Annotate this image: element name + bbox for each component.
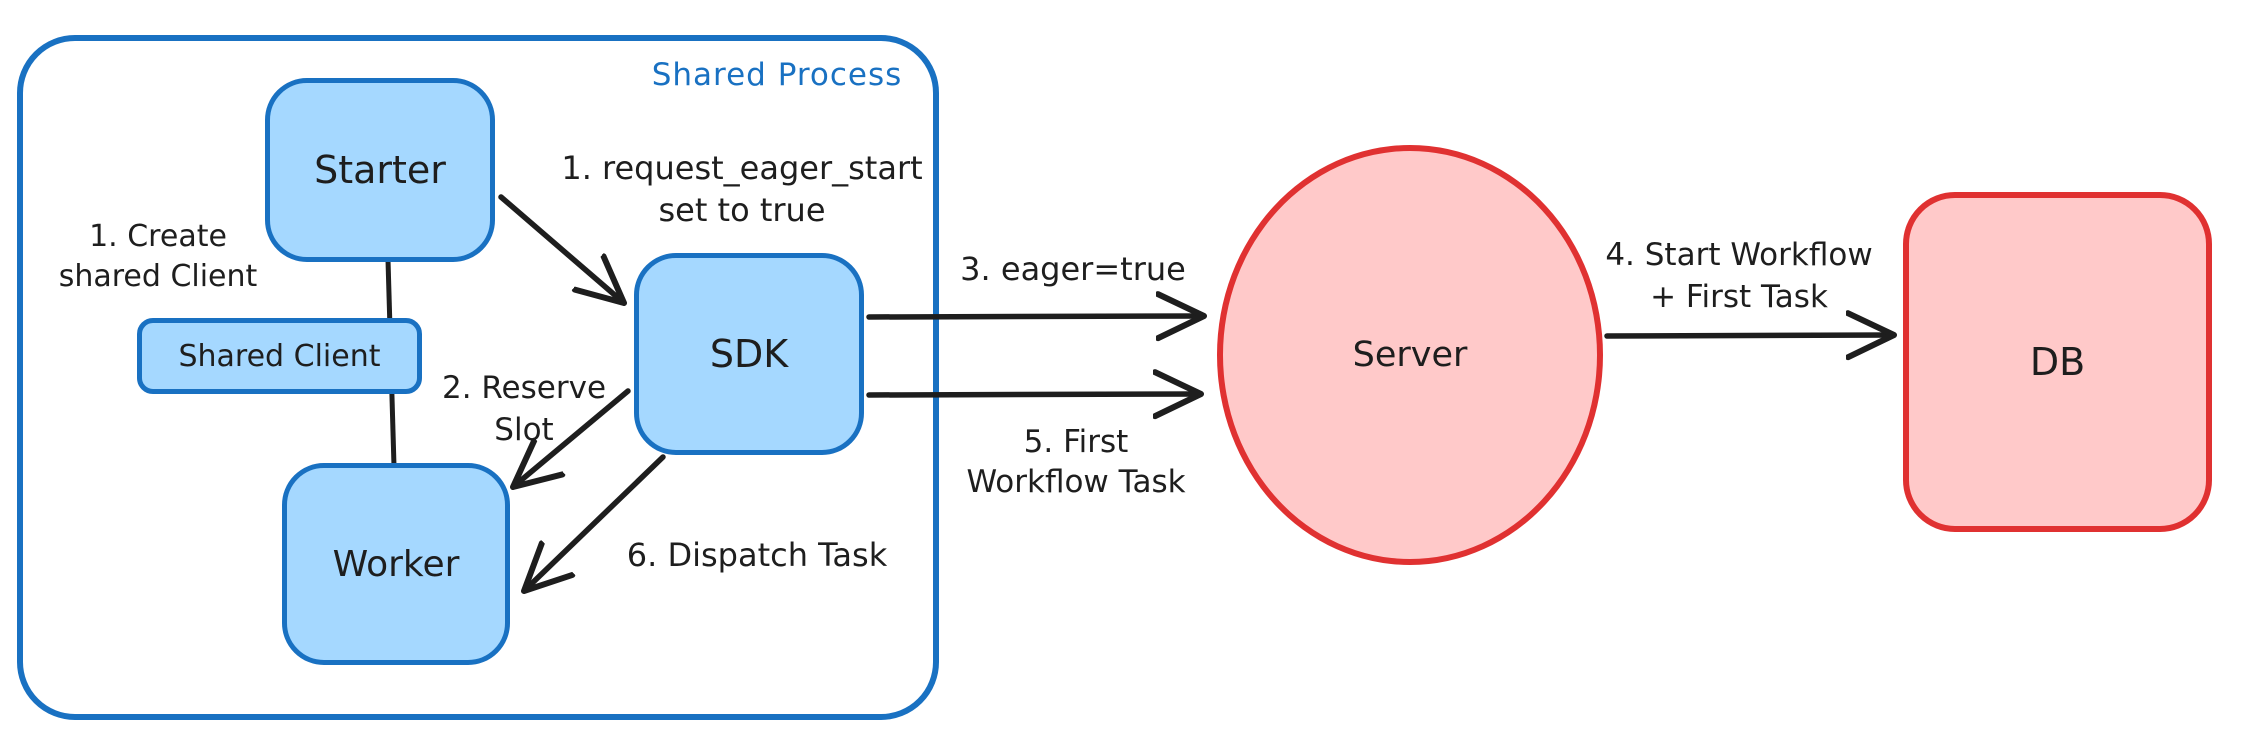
arrow-dispatch-task [524, 454, 666, 591]
annotation-start-workflow-line2: + First Task [1650, 279, 1828, 315]
annotation-reserve-slot: 2. Reserve Slot [442, 367, 606, 451]
node-shared-client: Shared Client [137, 318, 422, 394]
node-db: DB [1903, 192, 2212, 532]
arrow-eager-true [866, 316, 1204, 317]
node-worker: Worker [282, 463, 510, 665]
arrow-reserve-slot [513, 388, 631, 487]
annotation-reserve-slot-line2: Slot [494, 412, 554, 448]
annotation-create-shared-client: 1. Create shared Client [59, 217, 258, 297]
arrow-first-workflow-task [866, 394, 1201, 395]
node-worker-label: Worker [332, 543, 460, 585]
shared-process-container [17, 35, 939, 720]
annotation-first-workflow-task-line1: 5. First [1023, 424, 1129, 460]
annotation-request-eager-start-line2: set to true [658, 191, 826, 229]
node-sdk-label: SDK [709, 332, 789, 376]
arrow-start-workflow [1604, 335, 1894, 336]
annotation-request-eager-start-line1: 1. request_eager_start [561, 149, 923, 187]
node-server-label: Server [1352, 335, 1468, 375]
annotation-dispatch-task: 6. Dispatch Task [626, 536, 888, 574]
annotation-eager-true: 3. eager=true [960, 250, 1186, 288]
node-server: Server [1217, 145, 1603, 565]
node-starter-label: Starter [314, 148, 446, 192]
annotation-start-workflow-line1: 4. Start Workflow [1605, 237, 1873, 273]
annotation-first-workflow-task: 5. First Workflow Task [966, 422, 1185, 502]
annotation-request-eager-start: 1. request_eager_start set to true [561, 147, 922, 231]
arrow-request-eager-start [498, 194, 624, 303]
annotation-reserve-slot-line1: 2. Reserve [441, 370, 607, 406]
annotation-first-workflow-task-line2: Workflow Task [966, 464, 1186, 500]
annotation-create-shared-client-line1: 1. Create [89, 219, 227, 254]
node-sdk: SDK [634, 253, 864, 455]
annotation-create-shared-client-line2: shared Client [58, 259, 258, 294]
shared-process-label: Shared Process [651, 57, 903, 93]
node-db-label: DB [2029, 340, 2086, 384]
annotation-start-workflow: 4. Start Workflow + First Task [1605, 234, 1872, 318]
node-shared-client-label: Shared Client [178, 338, 381, 374]
node-starter: Starter [265, 78, 495, 262]
